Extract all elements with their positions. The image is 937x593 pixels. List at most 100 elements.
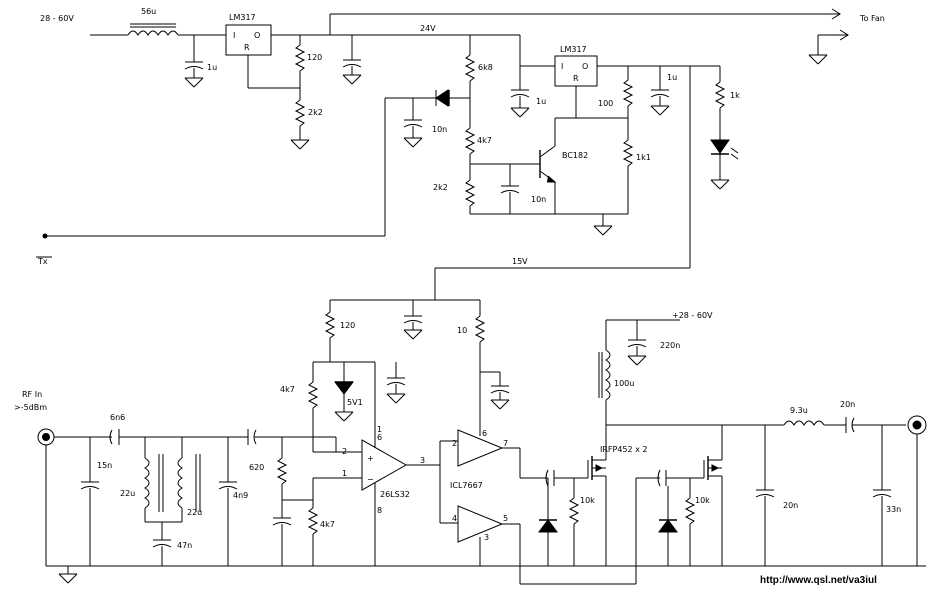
pin-5: 5	[503, 514, 508, 523]
ind22u-b-label: 22u	[187, 508, 202, 517]
pin-1b: 1	[342, 469, 347, 478]
resistor-120-a: 120	[294, 35, 322, 100]
pin-7: 7	[503, 439, 508, 448]
mosfet-1	[540, 425, 607, 566]
cap-24v	[342, 35, 362, 85]
resistor-2k2-b: 2k2	[433, 179, 476, 214]
fets-label: IRFP452 x 2	[600, 445, 648, 454]
inductor-9u3: 9.3u	[783, 406, 825, 426]
source-url: http://www.qsl.net/va3iul	[760, 575, 877, 586]
reg1-pin-r: R	[244, 43, 250, 52]
cap47n-label: 47n	[177, 541, 192, 550]
cap33n-label: 33n	[886, 505, 901, 514]
r4k7b-label: 4k7	[280, 385, 295, 394]
cap-15n: 15n	[80, 437, 112, 566]
cap-20n-series: 20n	[840, 400, 906, 433]
minus-sign: −	[367, 475, 374, 484]
pin-4: 4	[452, 514, 457, 523]
transformer-22u: 22u 22u	[120, 437, 202, 523]
ind22u-a-label: 22u	[120, 489, 135, 498]
reg2-label: LM317	[560, 45, 587, 54]
rf-input-section: RF In >-5dBm 6n6 15n	[14, 390, 337, 566]
ic-icl7667: 2 6 7 4 5 3 ICL7667	[439, 420, 637, 585]
cap-1u-b: 1u	[510, 66, 546, 118]
rf-output-connector	[907, 415, 927, 566]
rf-level-label: >-5dBm	[14, 403, 47, 412]
resistor-2k2-a: 2k2	[290, 99, 323, 150]
cap-coupling	[228, 429, 337, 452]
cap220n-label: 220n	[660, 341, 680, 350]
r1k-label: 1k	[730, 91, 740, 100]
r620-label: 620	[249, 463, 264, 472]
rail-15v-label: 15V	[512, 257, 528, 266]
mosfet-2	[636, 425, 723, 566]
cap20n-a-label: 20n	[840, 400, 855, 409]
r100-label: 100	[598, 99, 613, 108]
zener-label: 5V1	[347, 398, 363, 407]
cap20n-b-label: 20n	[783, 501, 798, 510]
cap-20n-shunt: 20n	[755, 425, 798, 566]
zener-5v1: 5V1	[334, 362, 363, 422]
cap-33n: 33n	[872, 425, 901, 566]
ind9u3-label: 9.3u	[790, 406, 808, 415]
pin-2b: 2	[452, 439, 457, 448]
resistor-1k: 1k	[714, 66, 740, 140]
resistor-10: 10	[457, 300, 486, 420]
resistor-6k8: 6k8	[464, 35, 493, 128]
ic-icl7667-label: ICL7667	[450, 481, 483, 490]
r4k7c-label: 4k7	[320, 520, 335, 529]
reg2-pin-i: I	[561, 62, 563, 71]
input-supply-section: 28 - 60V 56u 1u LM317 I O R	[36, 7, 885, 268]
regulator-lm317-2: LM317 I O R	[554, 45, 598, 87]
cap6n6-label: 6n6	[110, 413, 125, 422]
diode-tx-sense	[385, 89, 470, 107]
r120a-label: 120	[307, 53, 322, 62]
resistor-1k1: 1k1	[622, 139, 651, 214]
resistor-120-b: 120	[324, 300, 355, 362]
vin-label: 28 - 60V	[40, 14, 74, 23]
resistor-4k7-b: 4k7	[280, 362, 319, 452]
resistor-4k7-c: 4k7	[307, 478, 335, 566]
regulator-lm317-1: LM317 I O R	[225, 13, 272, 56]
cap-6n6: 6n6	[109, 413, 228, 445]
cap15n-label: 15n	[97, 461, 112, 470]
r10k-b-label: 10k	[695, 496, 710, 505]
r120b-label: 120	[340, 321, 355, 330]
led-indicator	[710, 139, 739, 190]
zener-gate-1	[538, 478, 558, 566]
resistor-620: 620	[249, 437, 288, 500]
pin-8: 8	[377, 506, 382, 515]
cap-1u-input: 1u	[184, 35, 217, 88]
pin-3: 3	[420, 456, 425, 465]
pin-3b: 3	[484, 533, 489, 542]
cap-decoupling-26ls32	[386, 362, 406, 404]
resistor-10k-b: 10k	[684, 496, 710, 566]
ic-26ls32-label: 26LS32	[380, 490, 410, 499]
cap1u-b-label: 1u	[536, 97, 546, 106]
cap-1u-c: 1u	[650, 66, 677, 116]
cap10n-a-label: 10n	[432, 125, 447, 134]
ind100u-label: 100u	[614, 379, 634, 388]
rail-15v-section: 15V 120 10	[313, 257, 690, 420]
vplus-label: +28 - 60V	[672, 311, 713, 320]
transistor-bc182: BC182	[470, 118, 588, 214]
cap4n9-label: 4n9	[233, 491, 248, 500]
inductor-56u: 56u	[127, 7, 179, 36]
cap-10n-b: 10n	[500, 164, 546, 214]
reg2-pin-r: R	[573, 74, 579, 83]
cap-4n9: 4n9	[218, 437, 248, 566]
rf-in-label: RF In	[22, 390, 42, 399]
zener-gate-2	[658, 486, 678, 566]
rail-24v-label: 24V	[420, 24, 436, 33]
inductor-100u: 100u	[598, 320, 634, 425]
output-stage: +28 - 60V 220n 100u IRFP452 x 2	[538, 311, 927, 566]
r2k2b-label: 2k2	[433, 183, 448, 192]
rf-input-connector	[37, 428, 55, 446]
pin-6: 6	[377, 433, 382, 442]
r1k1-label: 1k1	[636, 153, 651, 162]
pin-6b: 6	[482, 429, 487, 438]
pin-2a: 2	[342, 447, 347, 456]
pin-1: 1	[377, 425, 382, 434]
